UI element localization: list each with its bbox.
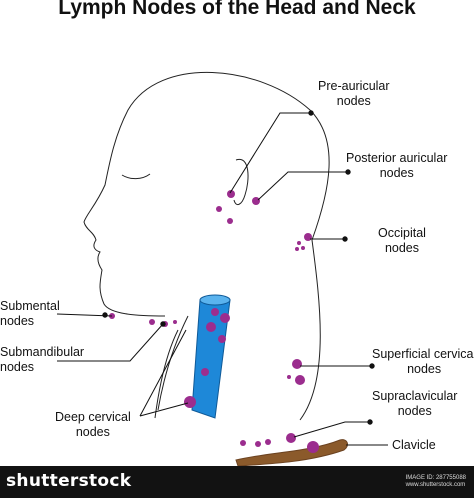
brand-logo: shutterstock	[6, 471, 132, 491]
neck-outline	[157, 315, 189, 411]
diagram-title: Lymph Nodes of the Head and Neck	[58, 0, 416, 19]
lymph-nodes	[109, 190, 319, 453]
head-outline	[83, 72, 330, 421]
neck-line	[154, 329, 179, 419]
eye-outline	[121, 173, 151, 180]
clavicle-bone	[235, 439, 348, 466]
leader-lines	[56, 110, 388, 446]
jugular-vein	[191, 294, 231, 419]
head-neck-diagram	[56, 72, 388, 466]
ear-outline	[233, 158, 249, 206]
label-clavicle: Clavicle	[392, 438, 436, 452]
